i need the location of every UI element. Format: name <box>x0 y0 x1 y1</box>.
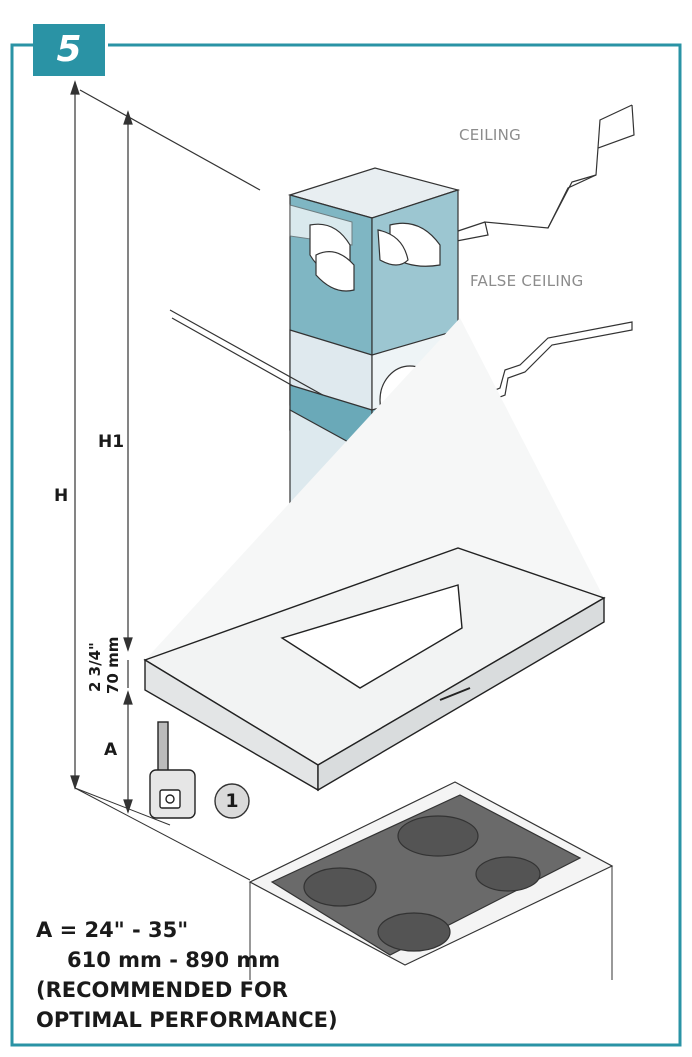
hood-canopy <box>143 318 606 792</box>
step-frame <box>10 43 682 1047</box>
false-ceiling-label: FALSE CEILING <box>470 272 584 290</box>
step-number: 5 <box>56 29 82 70</box>
callout-number: 1 <box>225 790 239 812</box>
height-h-label: H <box>54 486 69 506</box>
ceiling-label: CEILING <box>459 126 522 144</box>
cooktop-icon <box>248 781 614 980</box>
callout-circle <box>214 783 250 819</box>
offset-metric-label: 70 mm <box>104 636 122 694</box>
note-line-recommended: (RECOMMENDED FOR <box>36 978 288 1002</box>
step-number-badge <box>33 24 105 76</box>
note-line-metric: 610 mm - 890 mm <box>67 948 281 972</box>
offset-imperial-label: 2 3/4" <box>86 642 104 692</box>
distance-a-label: A <box>104 740 118 760</box>
height-h1-label: H1 <box>98 432 125 452</box>
recommendation-note: A = 24" - 35" 610 mm - 890 mm (RECOMMEND… <box>36 915 338 1035</box>
ceiling-outline <box>79 89 635 249</box>
tape-measure-icon <box>149 721 196 819</box>
dimension-lines <box>70 80 251 881</box>
note-line-performance: OPTIMAL PERFORMANCE) <box>36 1008 338 1032</box>
note-line-imperial: A = 24" - 35" <box>36 918 189 942</box>
